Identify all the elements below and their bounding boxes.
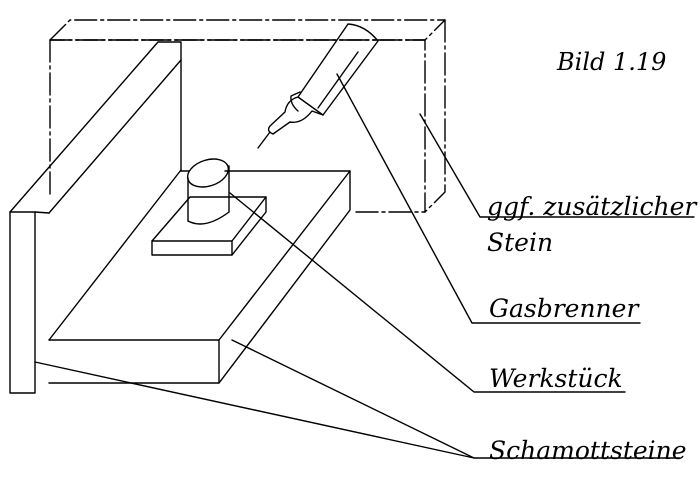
workpiece-plate <box>151 196 267 256</box>
label-extra-stone-line1: ggf. zusätzlicher <box>487 192 697 221</box>
label-gas-burner: Gasbrenner <box>489 294 639 323</box>
label-workpiece: Werkstück <box>489 364 623 393</box>
leader-extra-stone <box>419 113 695 218</box>
label-firebricks: Schamottsteine <box>489 436 687 465</box>
leader-firebrick-1 <box>34 361 475 459</box>
back-firebrick <box>9 41 190 214</box>
leader-firebrick-2 <box>231 339 681 459</box>
leader-gas-burner <box>336 73 641 324</box>
leader-lines <box>34 73 695 459</box>
workpiece-cylinder <box>186 158 230 225</box>
gas-burner <box>257 23 379 149</box>
figure-title: Bild 1.19 <box>557 48 667 76</box>
extra-stone-outline <box>49 19 446 213</box>
base-firebrick <box>48 169 351 384</box>
front-firebrick <box>9 211 50 394</box>
label-extra-stone-line2: Stein <box>487 228 554 257</box>
leader-workpiece <box>229 192 626 393</box>
